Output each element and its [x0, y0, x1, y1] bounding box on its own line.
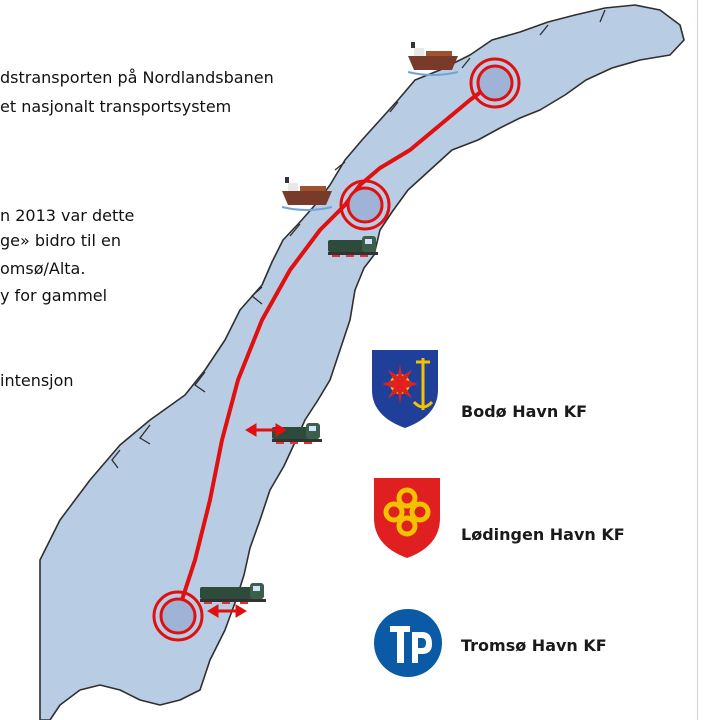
text-line: intensjon	[0, 371, 74, 390]
cargo-ship-icon	[281, 177, 333, 211]
text-line: dstransporten på Nordlandsbanen	[0, 68, 274, 87]
text-line: n 2013 var dette	[0, 206, 135, 225]
hub-middle	[339, 179, 391, 231]
bodo-coat-of-arms-icon	[372, 350, 438, 428]
freight-route-line	[176, 83, 492, 614]
text-line: omsø/Alta.	[0, 259, 86, 278]
hub-south	[152, 590, 204, 642]
train-icon	[328, 236, 378, 257]
double-arrow-icon	[207, 604, 247, 618]
logo-label-lodingen: Lødingen Havn KF	[461, 525, 625, 544]
double-arrow-icon	[245, 423, 287, 437]
lodingen-coat-of-arms-icon	[374, 478, 440, 558]
coastline-detail	[111, 9, 606, 469]
logo-label-tromso: Tromsø Havn KF	[461, 636, 607, 655]
text-line: ge» bidro til en	[0, 231, 121, 250]
cargo-ship-icon	[407, 42, 459, 76]
logo-label-bodo: Bodø Havn KF	[461, 402, 588, 421]
train-icon	[200, 583, 266, 604]
right-panel-edge	[697, 0, 719, 720]
hub-north	[469, 57, 521, 109]
text-line: et nasjonalt transportsystem	[0, 97, 232, 116]
tromso-havn-logo-icon	[374, 609, 442, 677]
text-line: y for gammel	[0, 286, 108, 305]
